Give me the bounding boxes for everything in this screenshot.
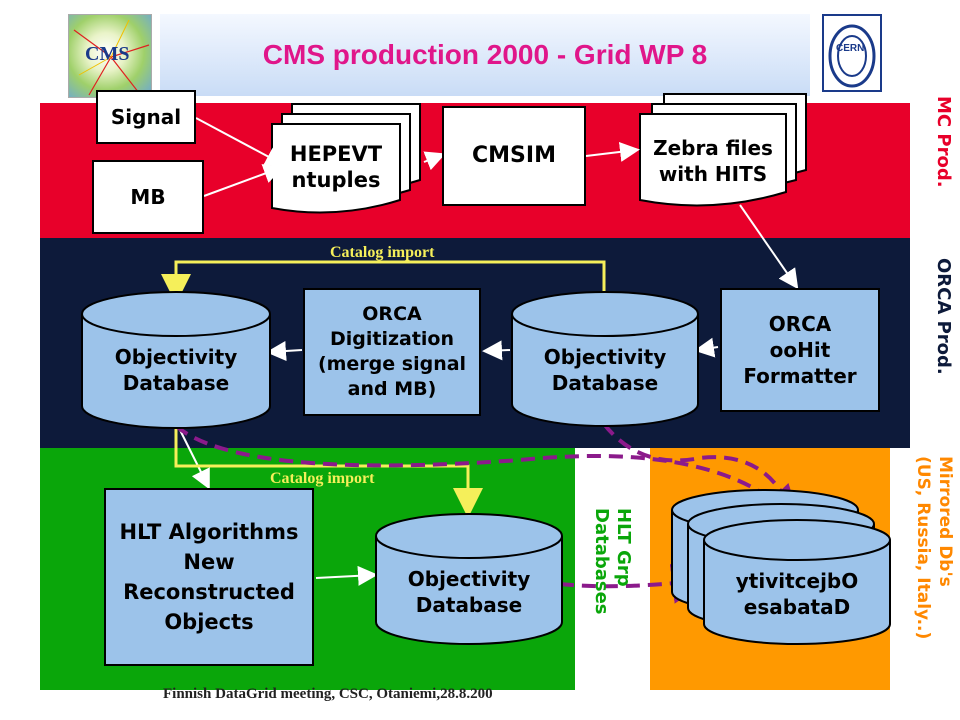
mb-label: MB bbox=[130, 185, 166, 209]
objdb-hlt-label-wrap: Objectivity Database bbox=[376, 560, 562, 624]
orca-hit-box: ORCA ooHit Formatter bbox=[720, 288, 880, 412]
arrow-cmsim-to-zebra bbox=[585, 141, 640, 162]
zebra-label: Zebra files with HITS bbox=[653, 136, 773, 186]
cern-logo-text: CERN bbox=[836, 43, 865, 54]
objdb-left-label: Objectivity Database bbox=[114, 345, 238, 395]
hlt-algorithms-label: HLT Algorithms New Reconstructed Objects bbox=[119, 520, 299, 634]
objdb-right-cylinder bbox=[511, 291, 699, 427]
orca-digitization-label: ORCA Digitization (merge signal and MB) bbox=[317, 303, 467, 400]
arrow-mb-to-hepevt bbox=[203, 164, 284, 197]
objdb-hlt-label: Objectivity Database bbox=[407, 567, 531, 617]
arrow-objdb-to-hlt bbox=[179, 429, 210, 490]
zebra-sheet-front bbox=[639, 113, 787, 207]
arrow-digitization-to-objdb bbox=[266, 341, 303, 361]
replication-arrow-3 bbox=[559, 563, 712, 604]
slide-title: CMS production 2000 - Grid WP 8 bbox=[160, 14, 810, 96]
arrow-orca-hit-to-objdb bbox=[694, 337, 719, 358]
objdb-right-label: Objectivity Database bbox=[543, 345, 667, 395]
objdb-right-label-wrap: Objectivity Database bbox=[512, 338, 698, 402]
mirrored-db-label-wrap: ytivitcejbO esabataD bbox=[704, 562, 890, 626]
mc-prod-label: MC Prod. bbox=[933, 96, 954, 188]
orca-prod-label: ORCA Prod. bbox=[933, 258, 954, 375]
orca-digitization-box: ORCA Digitization (merge signal and MB) bbox=[303, 288, 481, 416]
hepevt-label: HEPEVT ntuples bbox=[289, 142, 383, 192]
objdb-left-label-wrap: Objectivity Database bbox=[82, 338, 270, 402]
cmsim-label: CMSIM bbox=[472, 143, 556, 168]
hepevt-node: HEPEVT ntuples bbox=[272, 134, 400, 200]
mirrored-db-label: ytivitcejbO esabataD bbox=[735, 569, 859, 619]
mirrored-db-front bbox=[703, 519, 891, 645]
arrow-hlt-to-objdb bbox=[315, 565, 378, 586]
arrow-hepevt-to-cmsim bbox=[423, 151, 446, 171]
signal-label: Signal bbox=[110, 105, 182, 129]
signal-box: Signal bbox=[96, 90, 196, 144]
cms-logo-art bbox=[73, 19, 150, 96]
catalog-import-line-2 bbox=[174, 420, 483, 518]
arrow-signal-to-hepevt bbox=[195, 117, 286, 166]
hlt-algorithms-box: HLT Algorithms New Reconstructed Objects bbox=[104, 488, 314, 666]
hepevt-sheet-front bbox=[271, 123, 401, 214]
objdb-hlt-cylinder bbox=[375, 513, 563, 645]
replication-arrow-2 bbox=[602, 422, 796, 519]
zebra-node: Zebra files with HITS bbox=[640, 128, 786, 194]
mirrored-label: Mirrored Db's (US, Russia, Italy..) bbox=[913, 456, 955, 640]
mirrored-label-column bbox=[890, 448, 960, 720]
catalog-import-label-1: Catalog import bbox=[330, 244, 435, 261]
arrow-objdb-to-digitization bbox=[482, 340, 511, 361]
hlt-grp-column bbox=[575, 448, 650, 690]
cern-logo: CERN bbox=[822, 14, 882, 92]
catalog-import-label-2: Catalog import bbox=[270, 470, 375, 487]
mb-box: MB bbox=[92, 160, 204, 234]
arrow-zebra-to-orca-hit bbox=[739, 204, 799, 290]
cern-logo-art bbox=[828, 24, 876, 88]
footer-text: Finnish DataGrid meeting, CSC, Otaniemi,… bbox=[163, 686, 493, 702]
catalog-import-line-1 bbox=[161, 260, 606, 304]
orca-hit-label: ORCA ooHit Formatter bbox=[743, 312, 857, 388]
hlt-grp-label: HLT Grp Databases bbox=[591, 508, 634, 615]
objdb-left-cylinder bbox=[81, 291, 271, 429]
cmsim-box: CMSIM bbox=[442, 106, 586, 206]
cms-logo-text: CMS bbox=[85, 43, 130, 65]
